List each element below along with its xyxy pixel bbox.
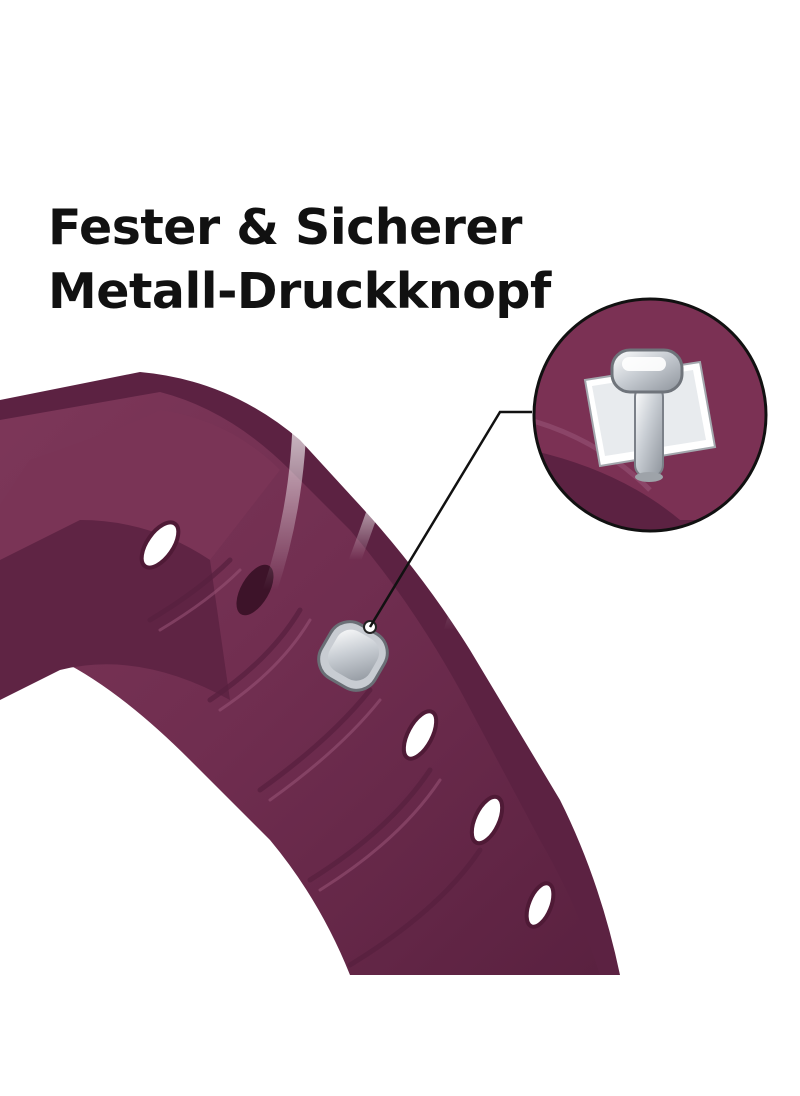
strap-ribs bbox=[147, 557, 483, 968]
strap-holes bbox=[139, 520, 556, 929]
zoom-metal-pin bbox=[610, 348, 684, 482]
headline: Fester & Sicherer Metall-Druckknopf bbox=[48, 196, 551, 324]
strap-keeper-loop bbox=[0, 410, 280, 560]
zoom-detail-circle bbox=[532, 297, 768, 533]
headline-line-2: Metall-Druckknopf bbox=[48, 263, 551, 320]
strap-rib-highlights bbox=[158, 568, 442, 892]
strap-keeper-edge bbox=[0, 520, 230, 700]
airflow-arrow-icon bbox=[263, 368, 564, 696]
callout-line-icon bbox=[368, 410, 540, 628]
headline-line-1: Fester & Sicherer bbox=[48, 199, 522, 256]
